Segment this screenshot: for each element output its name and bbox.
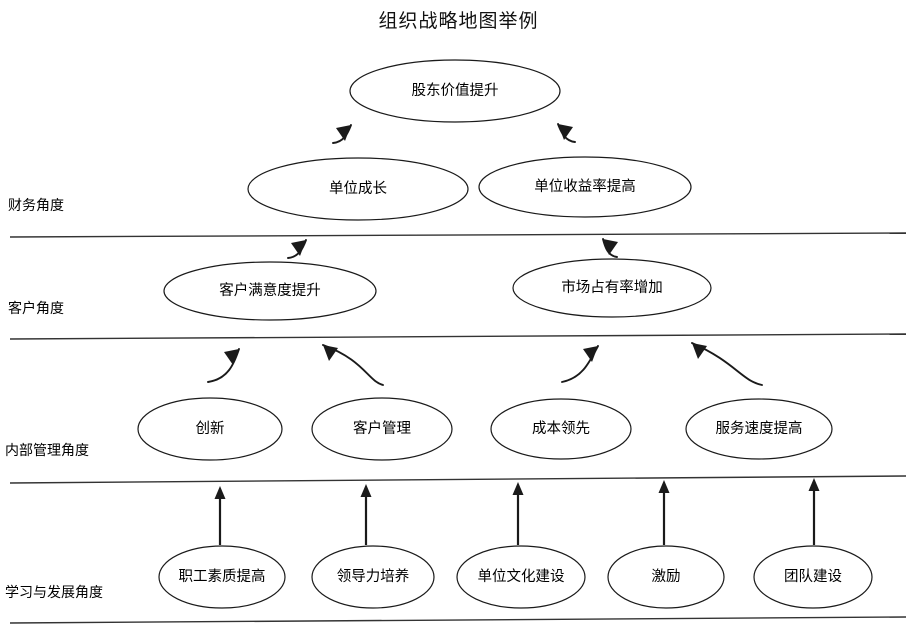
node-team-building[interactable] xyxy=(754,546,872,608)
arrow-growth-to-shareholder-head xyxy=(336,125,351,141)
arrow-incentive-up-head xyxy=(658,480,670,493)
node-culture-building[interactable] xyxy=(457,546,585,608)
perspective-label-internal: 内部管理角度 xyxy=(5,443,89,459)
node-ellipse-team-building[interactable] xyxy=(753,545,873,609)
node-customer-satisfaction[interactable] xyxy=(164,262,376,320)
node-leadership-training[interactable] xyxy=(312,546,434,608)
arrow-satisfaction-to-growth xyxy=(287,239,307,259)
arrow-leadership-up xyxy=(360,484,372,545)
node-cost-leadership[interactable] xyxy=(491,399,631,459)
arrow-service-to-market xyxy=(691,342,763,386)
node-incentive[interactable] xyxy=(608,546,724,608)
perspective-dividers xyxy=(9,232,907,624)
arrow-innovation-to-satisfaction-head xyxy=(224,349,239,365)
arrow-innovation-to-satisfaction xyxy=(207,348,240,383)
arrow-profit-to-shareholder-head xyxy=(558,124,573,140)
arrow-incentive-up xyxy=(658,480,670,545)
arrow-leadership-up-head xyxy=(360,484,372,497)
node-ellipse-customer-satisfaction[interactable] xyxy=(163,261,377,321)
node-ellipse-incentive[interactable] xyxy=(607,545,725,609)
node-ellipse-unit-profit-rate[interactable] xyxy=(478,156,692,218)
divider-bottom xyxy=(9,616,907,624)
node-ellipse-leadership-training[interactable] xyxy=(311,545,435,609)
arrow-culture-up-head xyxy=(512,482,524,495)
node-ellipse-customer-management[interactable] xyxy=(311,397,453,461)
arrow-innovation-to-satisfaction-line xyxy=(207,348,240,383)
node-staff-quality[interactable] xyxy=(159,546,285,608)
arrow-team-up xyxy=(808,478,820,545)
divider-customer-internal xyxy=(9,333,907,340)
page-title: 组织战略地图举例 xyxy=(378,10,539,32)
node-shareholder-value[interactable] xyxy=(350,60,560,122)
node-ellipse-culture-building[interactable] xyxy=(456,545,586,609)
node-ellipses xyxy=(137,59,873,609)
arrow-cost-to-market xyxy=(561,345,599,383)
node-market-share[interactable] xyxy=(513,259,711,317)
node-ellipse-innovation[interactable] xyxy=(137,397,283,461)
arrow-culture-up xyxy=(512,482,524,545)
perspective-label-customer: 客户角度 xyxy=(8,301,64,317)
arrow-growth-to-shareholder xyxy=(332,124,352,144)
arrow-service-to-market-head xyxy=(692,343,707,359)
perspective-label-learning: 学习与发展角度 xyxy=(5,585,103,601)
arrow-staff-quality-up-head xyxy=(214,486,226,499)
arrow-profit-to-shareholder xyxy=(557,123,576,143)
node-service-speed[interactable] xyxy=(686,399,832,459)
node-unit-profit-rate[interactable] xyxy=(479,157,691,217)
arrow-staff-quality-up xyxy=(214,486,226,545)
node-ellipse-cost-leadership[interactable] xyxy=(490,398,632,460)
arrow-cstmgmt-to-satisfaction-head xyxy=(323,345,338,361)
connector-arrows xyxy=(207,123,820,545)
node-ellipse-shareholder-value[interactable] xyxy=(349,59,561,123)
node-ellipse-market-share[interactable] xyxy=(512,258,712,318)
arrow-cost-to-market-head xyxy=(583,346,598,362)
arrow-satisfaction-to-growth-head xyxy=(291,240,306,256)
node-innovation[interactable] xyxy=(138,398,282,460)
arrow-market-to-profit-head xyxy=(603,239,618,255)
node-unit-growth[interactable] xyxy=(248,158,468,220)
perspective-label-financial: 财务角度 xyxy=(8,198,64,214)
node-customer-management[interactable] xyxy=(312,398,452,460)
node-ellipse-service-speed[interactable] xyxy=(685,398,833,460)
arrow-team-up-head xyxy=(808,478,820,491)
node-ellipse-unit-growth[interactable] xyxy=(247,157,469,221)
divider-internal-learning xyxy=(9,475,907,484)
arrow-market-to-profit xyxy=(602,238,618,258)
arrow-cstmgmt-to-satisfaction xyxy=(322,344,384,386)
divider-financial-customer xyxy=(9,232,907,238)
node-ellipse-staff-quality[interactable] xyxy=(158,545,286,609)
